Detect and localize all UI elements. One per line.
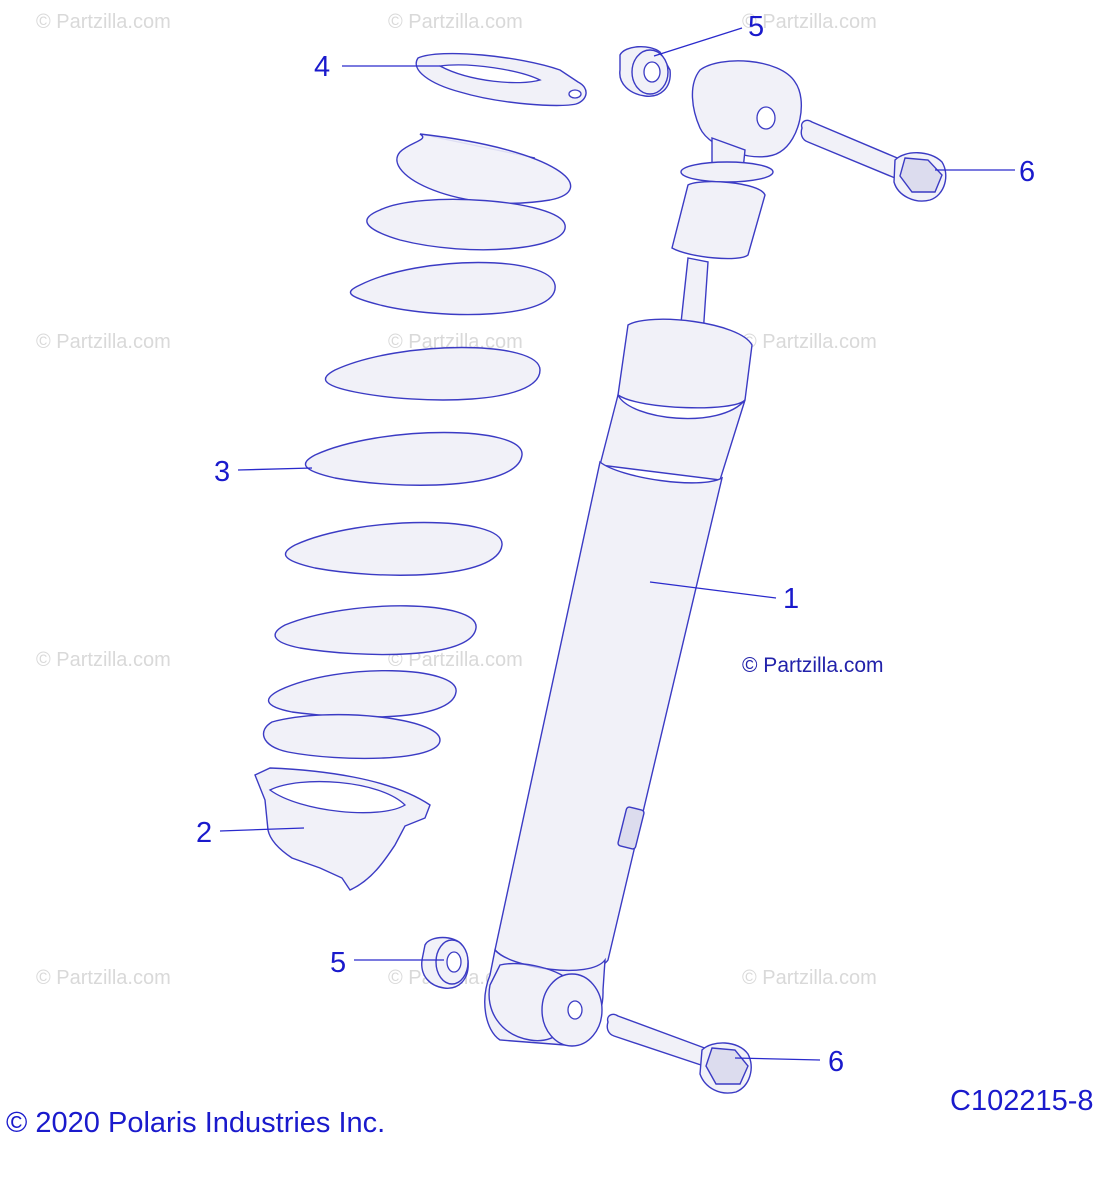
leader-line xyxy=(653,27,743,57)
watermark: © Partzilla.com xyxy=(742,331,877,353)
watermark: © Partzilla.com xyxy=(388,331,523,353)
copyright-notice: © 2020 Polaris Industries Inc. xyxy=(6,1107,385,1139)
bolt-bottom-part xyxy=(606,1013,752,1094)
watermark: © Partzilla.com xyxy=(742,967,877,989)
shock-absorber-part xyxy=(484,60,802,1047)
leader-lines xyxy=(219,27,1015,1061)
watermark: © Partzilla.com xyxy=(36,649,171,671)
leader-line xyxy=(649,581,777,599)
main-watermark: © Partzilla.com xyxy=(742,654,884,677)
leader-line xyxy=(237,467,313,471)
lower-spring-seat-part xyxy=(254,767,431,891)
upper-retainer-part xyxy=(415,52,587,107)
leader-line xyxy=(219,827,305,832)
callout-spring: 3 xyxy=(214,456,230,488)
callout-upper-retainer: 4 xyxy=(314,51,330,83)
callout-lower-spring-seat: 2 xyxy=(196,817,212,849)
callout-bolt-bottom: 6 xyxy=(828,1046,844,1078)
callout-bushing-top: 5 xyxy=(748,11,764,43)
watermark: © Partzilla.com xyxy=(388,11,523,33)
callout-bushing-bottom: 5 xyxy=(330,947,346,979)
bushing-top-part xyxy=(619,46,671,97)
watermark: © Partzilla.com xyxy=(36,967,171,989)
watermark: © Partzilla.com xyxy=(388,649,523,671)
watermark: © Partzilla.com xyxy=(742,11,877,33)
leader-line xyxy=(734,1057,821,1061)
watermark: © Partzilla.com xyxy=(36,11,171,33)
callout-shock: 1 xyxy=(783,583,799,615)
callout-bolt-top: 6 xyxy=(1019,156,1035,188)
drawing-id: C102215-8 xyxy=(950,1085,1094,1117)
coil-spring-part xyxy=(262,133,572,760)
bushing-bottom-part xyxy=(421,936,469,989)
watermark: © Partzilla.com xyxy=(36,331,171,353)
bolt-top-part xyxy=(800,119,947,202)
callouts: 4 5 6 3 1 2 5 6 xyxy=(196,11,1035,1078)
